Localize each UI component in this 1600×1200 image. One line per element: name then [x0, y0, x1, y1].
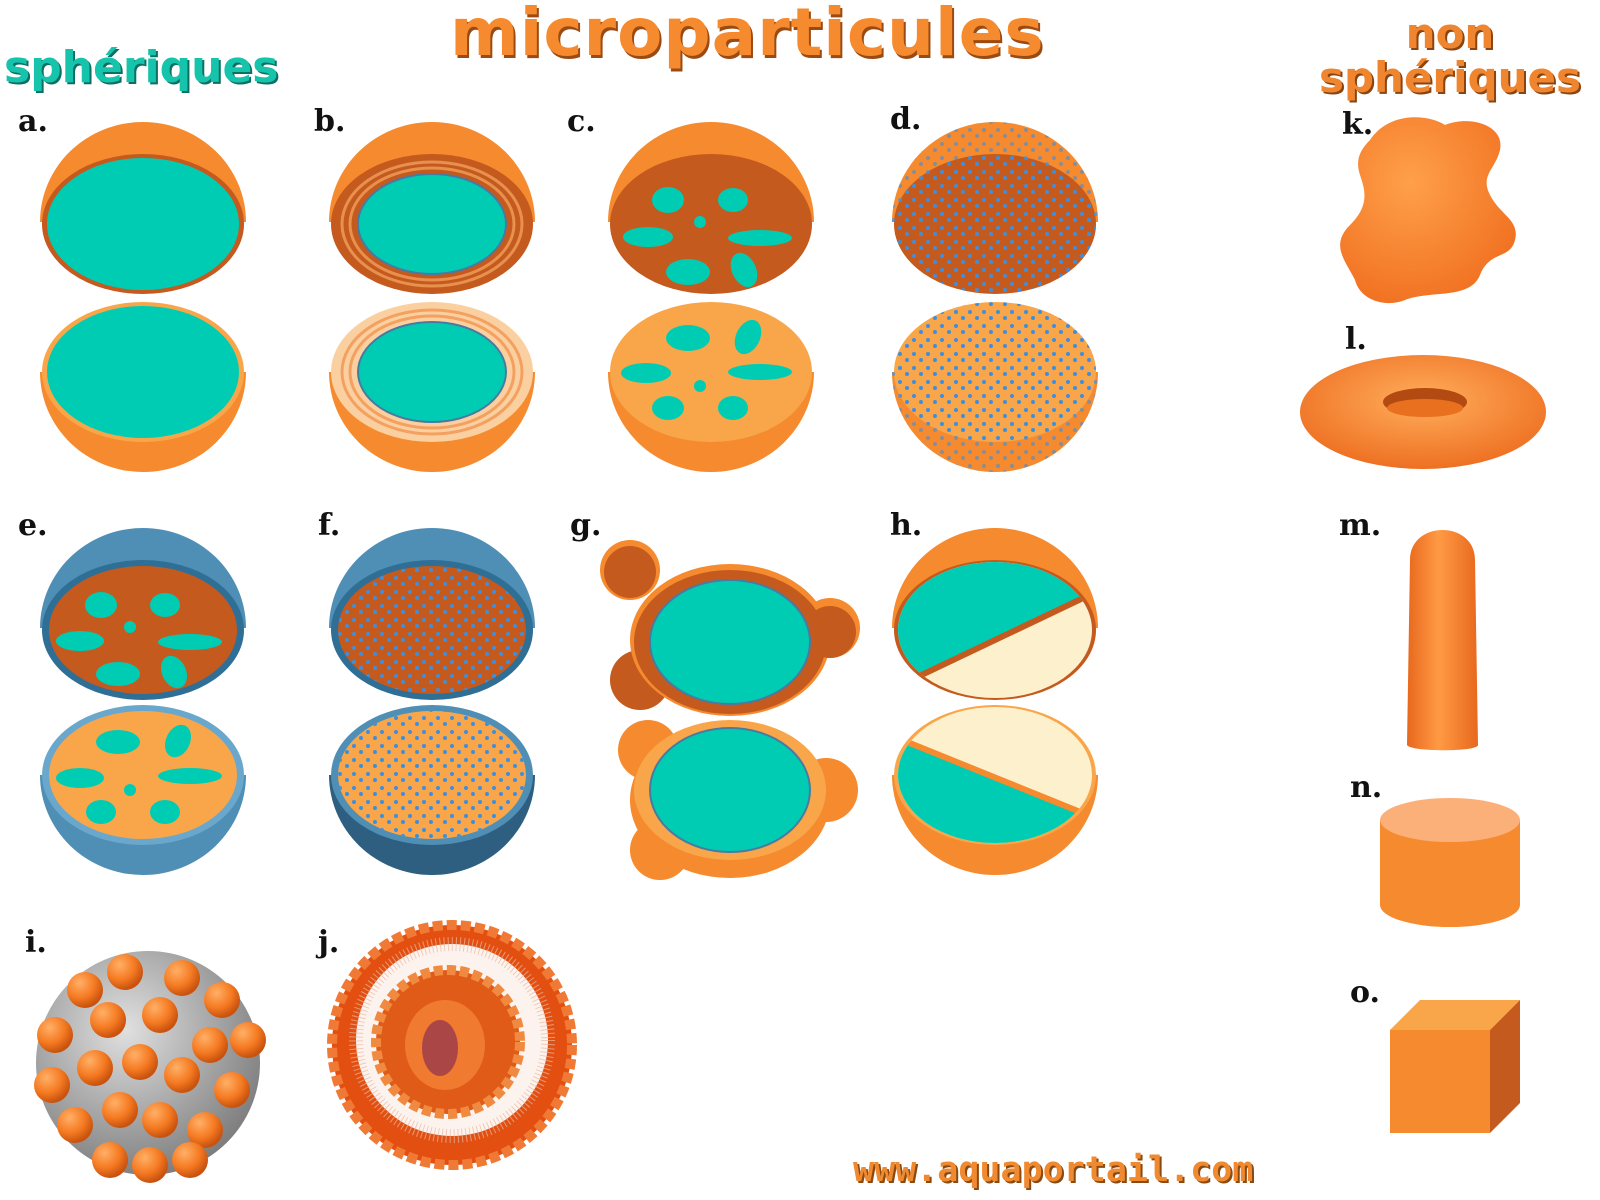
- label-h: h.: [890, 508, 923, 543]
- particle-o: [1390, 1000, 1520, 1133]
- label-c: c.: [567, 104, 596, 139]
- label-d: d.: [890, 102, 922, 137]
- particle-i: [34, 951, 266, 1183]
- particle-d: [892, 122, 1098, 472]
- non-spherical-heading-line2: sphériques: [1318, 53, 1581, 102]
- non-spherical-heading-line1: non: [1405, 9, 1495, 58]
- label-f: f.: [318, 508, 341, 543]
- non-spherical-heading: non sphériques: [1300, 12, 1600, 100]
- particle-f: [329, 528, 535, 875]
- particle-m: [1407, 530, 1478, 751]
- label-j: j.: [318, 925, 340, 960]
- label-m: m.: [1339, 508, 1382, 543]
- particle-j: [327, 920, 577, 1170]
- label-a: a.: [18, 104, 48, 139]
- label-l: l.: [1345, 322, 1367, 357]
- label-e: e.: [18, 508, 48, 543]
- website-watermark: www.aquaportail.com: [853, 1150, 1254, 1190]
- label-o: o.: [1350, 975, 1380, 1010]
- particle-c: [608, 122, 814, 472]
- page-title: microparticules: [450, 0, 1045, 71]
- particle-h: [892, 528, 1098, 875]
- particle-g: [600, 540, 860, 880]
- label-k: k.: [1342, 107, 1374, 142]
- spherical-heading: sphériques: [4, 42, 279, 93]
- particle-l: [1300, 355, 1546, 469]
- label-n: n.: [1350, 770, 1383, 805]
- particle-k: [1340, 117, 1516, 304]
- label-g: g.: [570, 508, 602, 543]
- particle-a: [40, 122, 246, 472]
- particle-n: [1380, 798, 1520, 927]
- particle-b: [329, 122, 535, 472]
- label-b: b.: [314, 104, 346, 139]
- label-i: i.: [25, 925, 47, 960]
- particle-e: [40, 528, 246, 875]
